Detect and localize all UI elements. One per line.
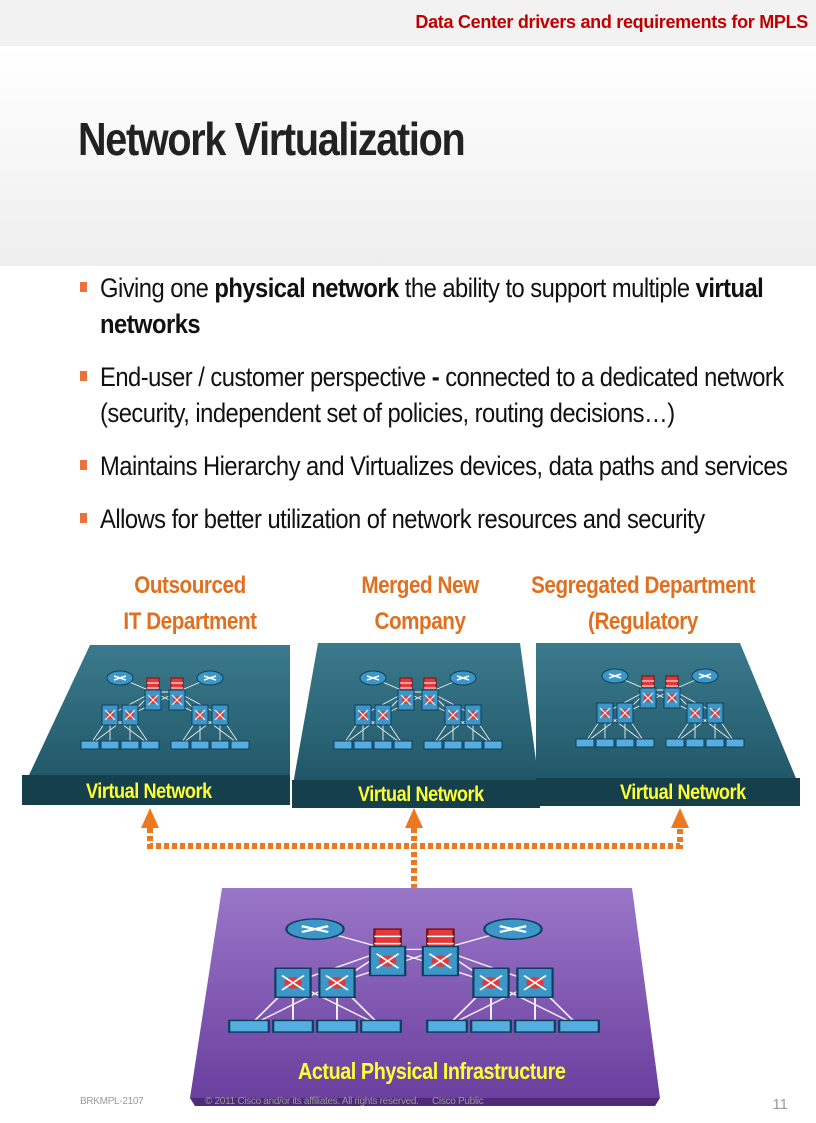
physical-infrastructure-panel xyxy=(190,888,660,1106)
bullet-plain-text: Giving one xyxy=(100,273,215,303)
bullet-plain-text: Allows for better utilization of network… xyxy=(100,504,705,534)
heading-vn1-line2: IT Department xyxy=(123,608,257,635)
heading-vn2-line2: Company xyxy=(374,608,466,635)
title-band xyxy=(0,46,816,266)
slide-title: Network Virtualization xyxy=(78,113,466,165)
page-number: 11 xyxy=(772,1096,788,1113)
bullet-text: Giving one physical network the ability … xyxy=(100,270,804,342)
virtual-network-label-3: Virtual Network xyxy=(620,781,746,804)
physical-infrastructure-label: Actual Physical Infrastructure xyxy=(298,1058,566,1084)
section-title: Data Center drivers and requirements for… xyxy=(415,12,808,32)
virtual-network-label-1: Virtual Network xyxy=(86,780,212,803)
up-arrows xyxy=(141,808,689,828)
virtual-network-panel-3 xyxy=(536,643,800,806)
bullet-plain-text: connected to a dedicated network (securi… xyxy=(100,362,784,428)
dashed-connector xyxy=(147,828,683,888)
virtual-network-label-2: Virtual Network xyxy=(358,783,484,806)
virtual-network-panel-1 xyxy=(22,645,290,805)
bullet-text: Maintains Hierarchy and Virtualizes devi… xyxy=(100,448,804,484)
bullet-text: Allows for better utilization of network… xyxy=(100,501,804,537)
bullet-plain-text: Maintains Hierarchy and Virtualizes devi… xyxy=(100,451,788,481)
bullet-item: End-user / customer perspective - connec… xyxy=(78,359,808,431)
bullet-bold-text: physical network xyxy=(214,273,399,303)
classification: Cisco Public xyxy=(432,1096,484,1107)
arrow-up-2 xyxy=(405,808,423,828)
heading-vn3-line1: Segregated Department xyxy=(531,572,755,599)
bullet-plain-text: the ability to support multiple xyxy=(398,273,696,303)
bullet-plain-text: End-user / customer perspective xyxy=(100,362,432,392)
bullet-list: Giving one physical network the ability … xyxy=(78,270,808,554)
bullet-item: Allows for better utilization of network… xyxy=(78,501,808,537)
bullet-bold-text: virtual networks xyxy=(100,273,764,339)
header-bar xyxy=(0,0,816,46)
arrow-up-1 xyxy=(141,808,159,828)
heading-vn1-line1: Outsourced xyxy=(134,572,246,599)
bullet-item: Giving one physical network the ability … xyxy=(78,270,808,342)
bullet-text: End-user / customer perspective - connec… xyxy=(100,359,804,431)
heading-vn1: Outsourced IT Department xyxy=(104,568,276,640)
bullet-item: Maintains Hierarchy and Virtualizes devi… xyxy=(78,448,808,484)
copyright: © 2011 Cisco and/or its affiliates. All … xyxy=(205,1096,419,1107)
heading-vn2-line1: Merged New xyxy=(361,572,479,599)
heading-vn2: Merged New Company xyxy=(334,568,506,640)
virtual-network-panel-2 xyxy=(292,643,540,808)
arrow-up-3 xyxy=(671,808,689,828)
bullet-bold-text: - xyxy=(431,362,440,392)
session-code: BRKMPL-2107 xyxy=(80,1096,144,1107)
